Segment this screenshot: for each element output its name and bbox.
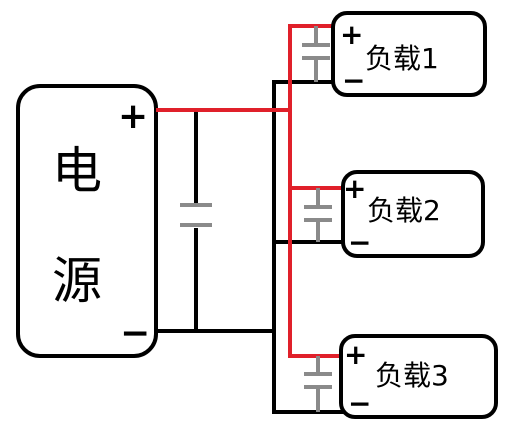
load-2-minus-sign: −: [348, 226, 371, 259]
load-1-label: 负载1: [365, 42, 439, 75]
load-3-label: 负载3: [375, 359, 449, 392]
power-source-box: [16, 84, 158, 358]
load-2-plus-sign: +: [343, 172, 366, 205]
source-label-top: 电: [52, 142, 102, 200]
load-2-label: 负载2: [367, 194, 441, 227]
load-3-plus-sign: +: [344, 338, 367, 371]
load-2-box: [341, 170, 485, 258]
positive-bus-trunk: [156, 24, 332, 112]
source-plus-sign: +: [118, 96, 148, 137]
negative-bus-trunk: [156, 80, 350, 333]
load-1-plus-sign: +: [340, 18, 363, 51]
source-label-bottom: 源: [52, 252, 102, 310]
load-1-box: [331, 11, 487, 97]
load-3-minus-sign: −: [348, 387, 371, 420]
load-3-box: [339, 334, 498, 419]
positive-wire-load-3: [288, 110, 340, 358]
source-minus-sign: −: [120, 313, 150, 354]
negative-bus-lower: [272, 331, 345, 414]
load-1-minus-sign: −: [342, 64, 365, 97]
